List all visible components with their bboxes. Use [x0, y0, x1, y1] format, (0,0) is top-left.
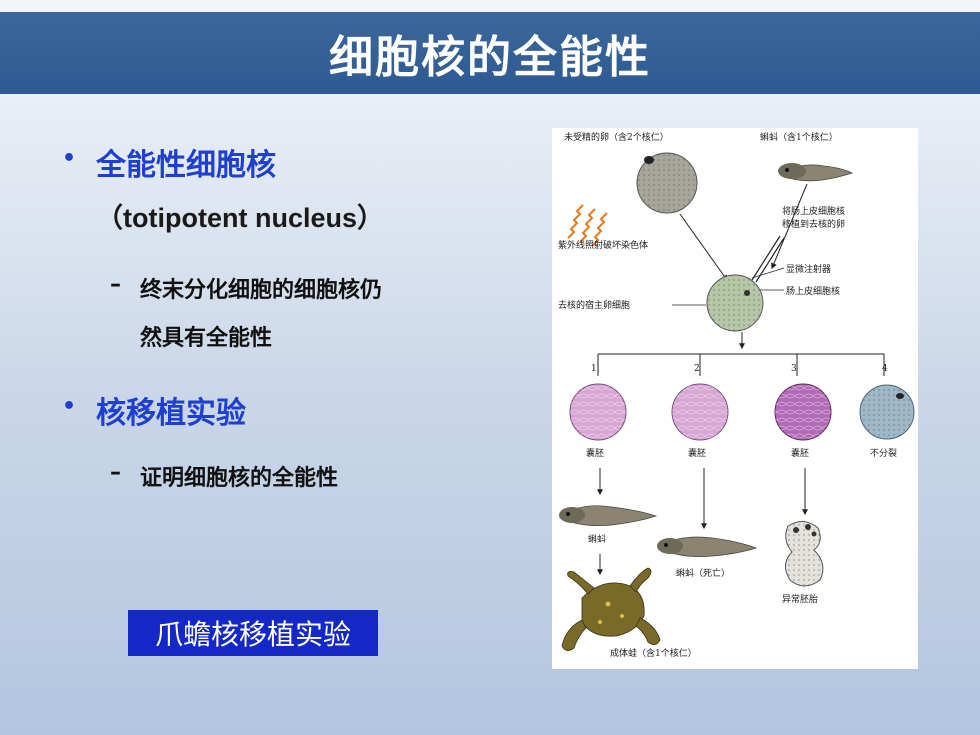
label-enucleated-host: 去核的宿主卵细胞: [558, 299, 630, 311]
label-no-division: 不分裂: [870, 448, 897, 459]
label-abnormal-embryo: 异常胚胎: [782, 593, 818, 605]
adult-frog: [561, 567, 661, 651]
sub-bullet-text: 证明细胞核的全能性: [140, 466, 339, 491]
branch-4-number: 4: [882, 364, 888, 374]
branch-3-number: 3: [791, 364, 797, 374]
tadpole-dead: [657, 536, 758, 557]
label-donor-tadpole: 蝌蚪（含1个核仁）: [760, 131, 838, 143]
dash-icon: –: [110, 460, 121, 485]
label-unfertilized-egg: 未受精的卵（含2个核仁）: [564, 131, 669, 143]
label-blastula-3: 囊胚: [791, 447, 809, 459]
blastula-1: [569, 383, 627, 441]
label-blastula-2: 囊胚: [688, 447, 706, 459]
experiment-label-box: 爪蟾核移植实验: [128, 610, 378, 656]
unfertilized-egg: [636, 152, 698, 214]
sub-bullet-text: 终末分化细胞的细胞核仍: [140, 278, 383, 303]
page-title: 细胞核的全能性: [329, 32, 651, 83]
host-egg: [706, 274, 764, 332]
abnormal-embryo: [785, 521, 824, 587]
label-blastula-1: 囊胚: [586, 447, 604, 459]
uv-rays-icon: [567, 204, 608, 247]
blastula-2: [671, 383, 729, 441]
branch-2-number: 2: [694, 364, 700, 374]
nuclear-transfer-diagram: 未受精的卵（含2个核仁） 蝌蚪（含1个核仁） 紫外线照射破坏染色体 将肠上皮细胞…: [552, 128, 918, 669]
label-tadpole-dead: 蝌蚪（死亡）: [676, 567, 730, 579]
label-transfer-2: 移植到去核的卵: [782, 218, 845, 230]
label-micropipette: 显微注射器: [786, 263, 831, 275]
label-tadpole: 蝌蚪: [588, 533, 606, 545]
label-transfer-1: 将肠上皮细胞核: [782, 205, 845, 217]
bullet-subtitle: （totipotent nucleus）: [96, 203, 384, 233]
label-intestinal-nucleus: 肠上皮细胞核: [786, 285, 840, 297]
bullet-text: 核移植实验: [96, 396, 246, 431]
diagram-svg: 未受精的卵（含2个核仁） 蝌蚪（含1个核仁） 紫外线照射破坏染色体 将肠上皮细胞…: [558, 131, 915, 659]
blastula-3: [774, 383, 832, 441]
bullet-dot-icon: •: [62, 394, 77, 419]
undivided-egg: [859, 384, 915, 440]
donor-tadpole: [778, 163, 853, 182]
branch-1-number: 1: [591, 364, 597, 374]
tadpole-1: [559, 505, 658, 527]
dash-icon: –: [110, 272, 121, 297]
sub-bullet-terminal-continued: 然具有全能性: [140, 326, 273, 351]
label-uv: 紫外线照射破坏染色体: [558, 239, 648, 251]
bullet-text: 全能性细胞核: [96, 148, 276, 183]
title-bar: 细胞核的全能性: [0, 12, 980, 94]
label-adult-frog: 成体蛙（含1个核仁）: [610, 647, 697, 659]
bullet-dot-icon: •: [62, 146, 77, 171]
